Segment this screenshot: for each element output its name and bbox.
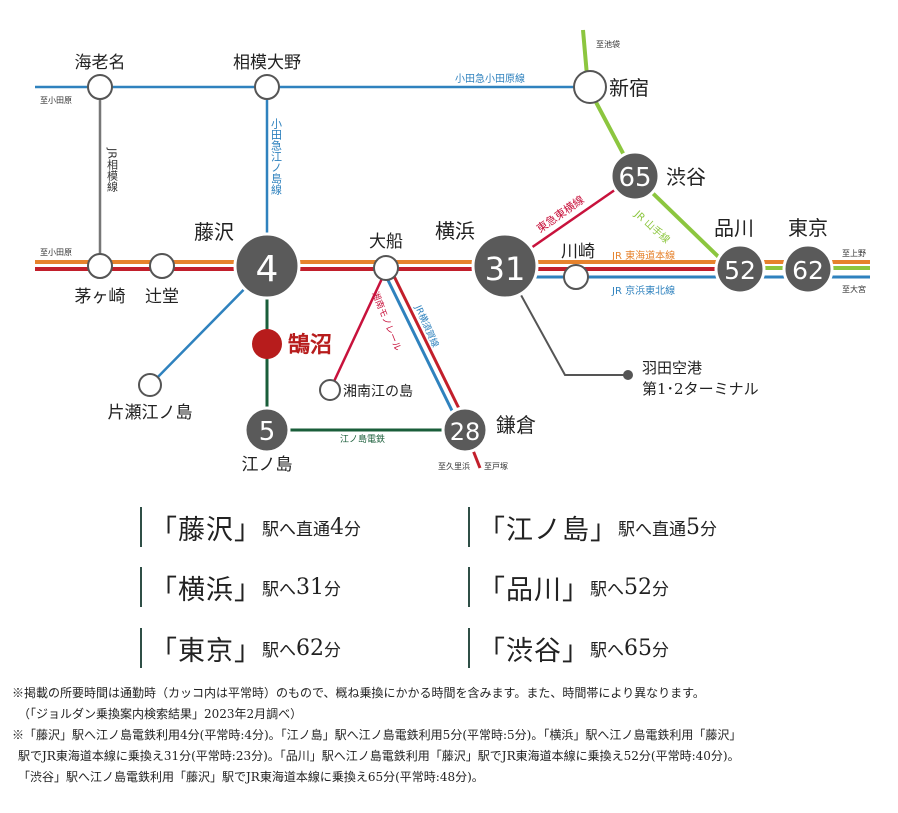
- note-line: （「ジョルダン乗換案内検索結果」2023年2月調べ）: [18, 707, 303, 721]
- dir-tozuka: 至戸塚: [484, 462, 508, 471]
- dir-odawara-mid: 至小田原: [40, 248, 72, 257]
- note-line: 「渋谷」駅へ江ノ島電鉄利用「藤沢」駅でJR東海道本線に乗換え65分(平常時:48…: [18, 770, 484, 784]
- svg-text:品川: 品川: [714, 216, 754, 240]
- station-kugenuma: 鵠沼: [252, 329, 332, 359]
- line-keikyu-haneda: [504, 265, 628, 376]
- svg-text:鎌倉: 鎌倉: [496, 413, 536, 437]
- svg-text:川崎: 川崎: [561, 242, 595, 262]
- dir-ikebukuro: 至池袋: [596, 39, 620, 49]
- station-chigasaki: 茅ヶ崎: [75, 253, 126, 307]
- svg-text:62: 62: [792, 256, 824, 285]
- station-kamakura: 28 鎌倉: [441, 406, 536, 454]
- station-katase-enoshima: 片瀬江ノ島: [108, 373, 193, 423]
- station-ebina: 海老名: [75, 53, 126, 100]
- station-shinjuku: 新宿: [573, 70, 649, 104]
- svg-text:大船: 大船: [369, 232, 403, 252]
- station-tsujido: 辻堂: [145, 253, 179, 307]
- station-enoshima: 5 江ノ島: [242, 406, 293, 475]
- dir-ueno: 至上野: [842, 249, 866, 258]
- label-odakyu-odawara: 小田急小田原線: [455, 72, 525, 85]
- svg-text:31: 31: [485, 250, 526, 288]
- svg-text:52: 52: [724, 256, 756, 285]
- svg-text:東京: 東京: [788, 216, 828, 240]
- station-shibuya: 65 渋谷: [609, 150, 706, 202]
- label-jr-sagami: JR相模線: [106, 147, 119, 192]
- dir-omiya: 至大宮: [842, 284, 866, 294]
- label-jr-tokaido: JR 東海道本線: [611, 249, 675, 262]
- line-jr-yokosuka-blue: [381, 269, 463, 430]
- label-enoden: 江ノ島電鉄: [340, 433, 385, 445]
- svg-text:江ノ島: 江ノ島: [242, 455, 293, 475]
- svg-text:辻堂: 辻堂: [145, 287, 179, 307]
- svg-text:新宿: 新宿: [609, 76, 649, 100]
- svg-text:5: 5: [259, 417, 276, 447]
- station-yokohama: 31 横浜: [435, 219, 539, 300]
- svg-text:片瀬江ノ島: 片瀬江ノ島: [108, 403, 193, 423]
- station-haneda: 羽田空港 第1･2ターミナル: [623, 359, 759, 398]
- svg-text:65: 65: [618, 163, 651, 193]
- svg-text:相模大野: 相模大野: [233, 53, 301, 73]
- line-jr-yokosuka-red: [389, 269, 471, 430]
- station-kawasaki: 川崎: [561, 242, 595, 290]
- svg-text:28: 28: [450, 418, 481, 446]
- svg-text:第1･2ターミナル: 第1･2ターミナル: [642, 380, 759, 398]
- svg-text:横浜: 横浜: [435, 219, 475, 243]
- station-ofuna: 大船: [369, 232, 403, 281]
- dir-kurihama: 至久里浜: [438, 461, 470, 471]
- svg-text:渋谷: 渋谷: [666, 165, 706, 189]
- svg-text:海老名: 海老名: [75, 53, 126, 73]
- label-jr-keihin-tohoku: JR 京浜東北線: [611, 284, 675, 297]
- note-line: 駅でJR東海道本線に乗換え31分(平常時:23分)。「品川」駅へ江ノ島電鉄利用「…: [18, 749, 740, 763]
- svg-text:4: 4: [256, 249, 279, 290]
- footnotes: ※掲載の所要時間は通勤時（カッコ内は平常時）のもので、概ね乗換にかかる時間を含み…: [12, 683, 892, 788]
- svg-text:湘南江の島: 湘南江の島: [343, 384, 413, 400]
- dir-odawara-top: 至小田原: [40, 96, 72, 105]
- station-fujisawa: 4 藤沢: [194, 220, 301, 300]
- note-line: ※「藤沢」駅へ江ノ島電鉄利用4分(平常時:4分)。「江ノ島」駅へ江ノ島電鉄利用5…: [12, 728, 742, 742]
- label-odakyu-enoshima: 小田急江ノ島線: [270, 118, 283, 195]
- station-sagami-ono: 相模大野: [233, 53, 301, 100]
- svg-text:羽田空港: 羽田空港: [642, 359, 702, 377]
- note-line: ※掲載の所要時間は通勤時（カッコ内は平常時）のもので、概ね乗換にかかる時間を含み…: [12, 686, 705, 700]
- route-map: 海老名 相模大野 新宿 茅ヶ崎 辻堂 大船 川崎 片瀬江ノ島 湘南江の島 羽田空…: [35, 29, 870, 475]
- svg-text:藤沢: 藤沢: [194, 220, 234, 244]
- label-jr-yamanote: JR 山手線: [631, 207, 672, 246]
- station-shinagawa: 52 品川: [714, 216, 766, 295]
- station-tokyo: 62 東京: [782, 216, 834, 295]
- svg-text:鵠沼: 鵠沼: [288, 332, 332, 358]
- line-shonan-monorail: [328, 269, 388, 391]
- station-shonan-enoshima: 湘南江の島: [319, 379, 413, 401]
- svg-text:茅ヶ崎: 茅ヶ崎: [75, 287, 126, 307]
